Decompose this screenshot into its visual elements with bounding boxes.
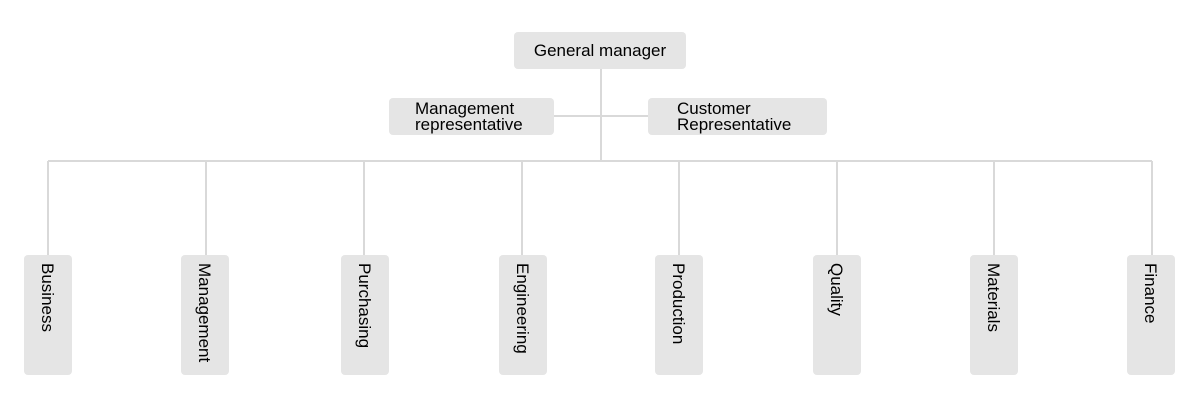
dept-node-engineering: Engineering bbox=[499, 255, 547, 375]
node-label-line: Management bbox=[415, 98, 515, 118]
dept-node-finance: Finance bbox=[1127, 255, 1175, 375]
dept-node-management: Management bbox=[181, 255, 229, 375]
dept-label: Production bbox=[669, 263, 688, 345]
dept-label: Finance bbox=[1141, 263, 1160, 324]
dept-label: Purchasing bbox=[355, 263, 374, 349]
node-label-line: Representative bbox=[677, 114, 792, 134]
management-representative-node: Management representative bbox=[389, 98, 554, 135]
general-manager-node: General manager bbox=[514, 32, 686, 69]
general-manager-label: General manager bbox=[533, 40, 667, 60]
node-label-line: Customer bbox=[677, 98, 751, 118]
dept-node-quality: Quality bbox=[813, 255, 861, 375]
dept-label: Engineering bbox=[513, 263, 532, 354]
dept-node-materials: Materials bbox=[970, 255, 1018, 375]
dept-label: Quality bbox=[827, 263, 846, 316]
dept-node-business: Business bbox=[24, 255, 72, 375]
dept-label: Materials bbox=[984, 263, 1003, 332]
customer-representative-node: Customer Representative bbox=[648, 98, 827, 135]
dept-node-purchasing: Purchasing bbox=[341, 255, 389, 375]
dept-label: Business bbox=[38, 263, 57, 332]
node-label-line: representative bbox=[415, 114, 523, 134]
dept-label: Management bbox=[195, 263, 214, 363]
dept-node-production: Production bbox=[655, 255, 703, 375]
